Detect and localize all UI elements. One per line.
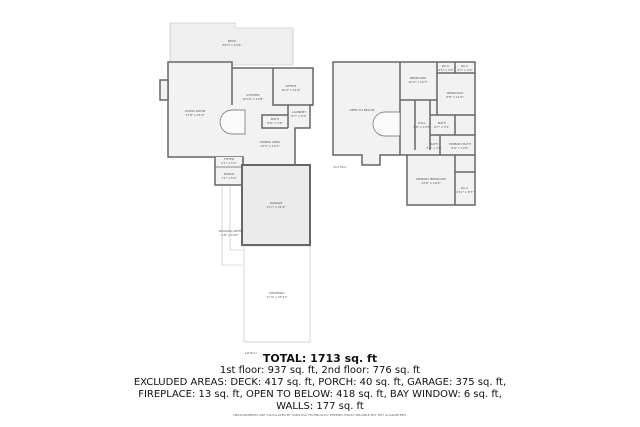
excluded-areas-cont: FIREPLACE: 13 sq. ft, OPEN TO BELOW: 418… <box>138 389 502 400</box>
room-name: BATH <box>430 142 438 146</box>
room-name: W.I.C. <box>461 186 470 190</box>
second-floor-walls <box>332 61 476 206</box>
room-name: BATH <box>438 121 446 125</box>
exterior-areas <box>169 22 311 343</box>
room-name: PRIMARY BEDROOM <box>416 177 446 181</box>
room-name: W.I.C. <box>461 64 470 68</box>
room-name: BEDROOM <box>410 76 426 80</box>
room-dims: 3'8" x 13'5" <box>413 125 431 129</box>
room-dims: 17'7" x 21'9" <box>266 205 286 209</box>
garage-walls <box>241 164 311 246</box>
floor-label: 2nd floor <box>333 165 347 169</box>
room-dims: 6'7" x 5'1" <box>434 125 450 129</box>
walls-area: WALLS: 177 sq. ft <box>276 401 364 412</box>
room-dims: 10'3" x 10'7" <box>408 80 428 84</box>
room-name: LIVING ROOM <box>185 109 206 113</box>
room-labels: DECK 24'3" x 14'6" LIVING ROOM 17'8" x 2… <box>185 39 475 355</box>
second-floor-outline <box>332 61 476 206</box>
room-dims: 5'1" x 5'1" <box>221 161 237 165</box>
room-name: HALL <box>418 121 426 125</box>
first-floor-inner-walls <box>231 68 313 129</box>
room-dims: 5'8" x 19'0" <box>221 233 239 237</box>
room-name: LAUNDRY <box>292 110 306 114</box>
room-dims: 4'5" x 3'2" <box>438 68 454 72</box>
room-name: BEDROOM <box>447 91 463 95</box>
room-name: DRIVEWAY <box>269 291 285 295</box>
second-floor-inner-walls <box>399 62 475 205</box>
stairs-upper <box>372 111 401 137</box>
room-name: OPEN TO BELOW <box>349 108 374 112</box>
walking-path-area <box>221 185 243 266</box>
stairs <box>219 109 246 135</box>
room-dims: 10'10" x 12'8" <box>242 97 264 101</box>
room-name: W.I.C. <box>442 64 451 68</box>
room-dims: 17'8" x 21'0" <box>185 113 205 117</box>
disclaimer: MEASUREMENTS ARE CALCULATED BY CUBICASA … <box>233 413 407 417</box>
room-dims: 24'3" x 14'6" <box>222 43 242 47</box>
room-name: BATH <box>271 117 279 121</box>
room-dims: 7'1" x 5'2" <box>221 176 237 180</box>
room-name: GARAGE <box>270 201 283 205</box>
room-dims: 3'1" x 4'5" <box>426 146 442 150</box>
room-name: OFFICE <box>286 84 297 88</box>
room-dims: 5'7" x 8'2" <box>291 114 307 118</box>
driveway-area <box>243 245 311 343</box>
room-name: WALKING PATH <box>219 229 241 233</box>
room-dims: 4'7" x 3'2" <box>457 68 473 72</box>
room-name: PORCH <box>224 172 234 176</box>
room-dims: 13'8" x 14'0" <box>421 181 441 185</box>
floor-label: 1st floor <box>245 351 258 355</box>
first-floor-walls <box>159 61 314 246</box>
room-dims: 4'11" x 8'7" <box>456 190 474 194</box>
total-area: TOTAL: 1713 sq. ft <box>262 352 378 365</box>
room-name: DINING AREA <box>260 140 281 144</box>
fireplace <box>159 79 169 101</box>
room-dims: 9'9" x 10'0" <box>451 146 469 150</box>
room-name: KITCHEN <box>247 93 260 97</box>
room-name: FOYER <box>224 157 234 161</box>
floor-areas: 1st floor: 937 sq. ft, 2nd floor: 776 sq… <box>219 365 421 376</box>
room-name: PRIMARY BATH <box>449 142 471 146</box>
room-dims: 9'8" x 11'0" <box>446 95 464 99</box>
room-dims: 10'4" x 11'9" <box>281 88 301 92</box>
excluded-areas: EXCLUDED AREAS: DECK: 417 sq. ft, PORCH:… <box>133 377 507 388</box>
room-dims: 6'8" x 5'6" <box>267 121 283 125</box>
room-dims: 13'3" x 14'3" <box>260 144 280 148</box>
room-dims: 17'4" x 25'11" <box>266 295 288 299</box>
room-name: DECK <box>228 39 237 43</box>
